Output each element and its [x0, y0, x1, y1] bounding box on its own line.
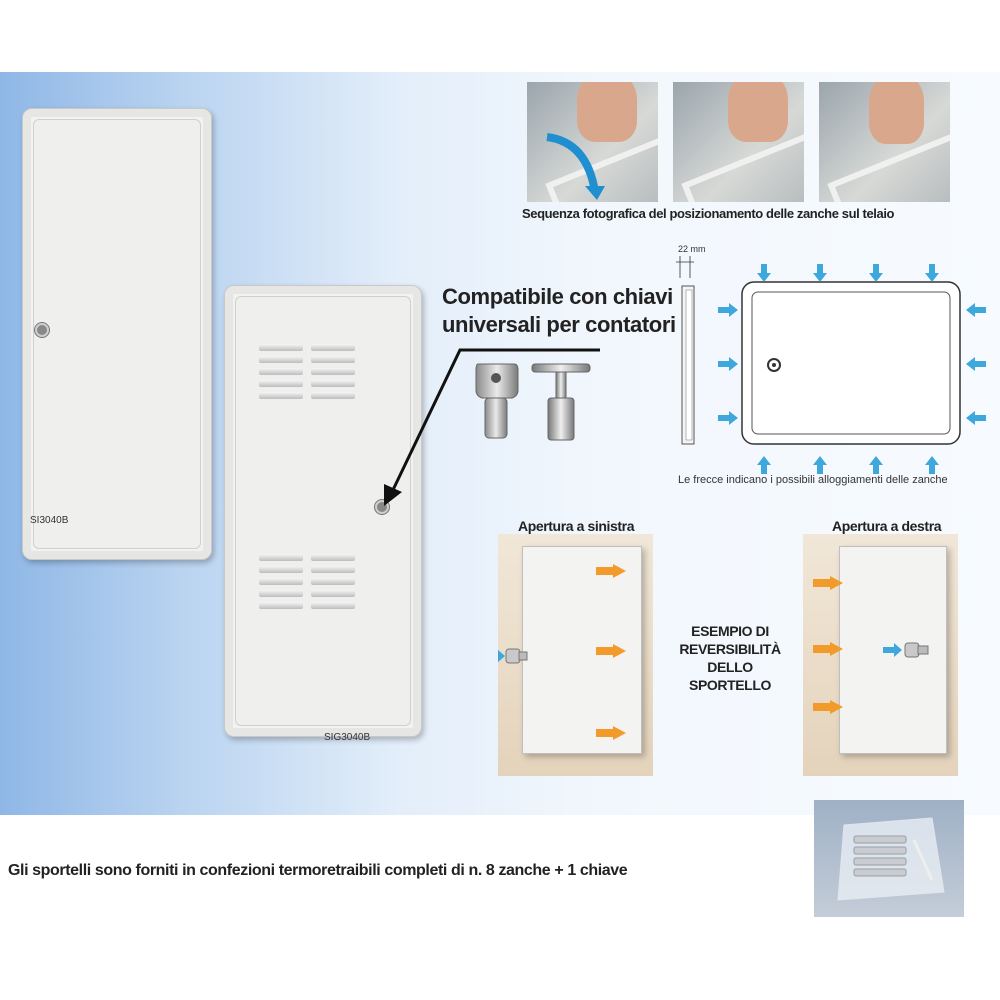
door-sig3040b — [224, 285, 422, 737]
louver-bottom-right — [311, 554, 355, 612]
product-code-sig3040b: SIG3040B — [324, 732, 371, 743]
door-panel — [33, 119, 201, 549]
key-pointer-icon — [498, 648, 528, 664]
zanche-arrows — [718, 264, 986, 474]
photo-sequence-caption: Sequenza fotografica del posizionamento … — [522, 206, 895, 221]
example-line: SPORTELLO — [689, 677, 771, 693]
example-right-photo — [803, 534, 958, 776]
photo-step-3 — [819, 82, 950, 202]
dimension-schema: 22 mm — [676, 244, 961, 445]
triangle-key-icon — [475, 363, 519, 439]
product-code-si3040b: SI3040B — [30, 515, 69, 526]
photo-step-2 — [673, 82, 804, 202]
hinge-arrow-icon — [596, 644, 626, 658]
pointer-arrow-icon — [384, 348, 600, 506]
example-line: REVERSIBILITÀ — [679, 641, 781, 657]
reversibility-example: ESEMPIO DI REVERSIBILITÀ DELLO SPORTELLO — [660, 622, 800, 694]
compat-title-line1: Compatibile con chiavi — [442, 284, 673, 309]
open-left-title: Apertura a sinistra — [518, 518, 635, 534]
louver-top-right — [311, 344, 355, 402]
louver-bottom-left — [259, 554, 303, 612]
example-left-photo — [498, 534, 653, 776]
example-line: DELLO — [707, 659, 753, 675]
compat-title-line2: universali per contatori — [442, 312, 676, 337]
footer-text: Gli sportelli sono forniti in confezioni… — [8, 862, 628, 879]
photo-step-1 — [527, 82, 658, 202]
example-line: ESEMPIO DI — [691, 623, 769, 639]
t-handle-key-icon — [531, 363, 591, 441]
key-pointer-icon — [883, 642, 929, 658]
hinge-arrow-icon — [813, 700, 843, 714]
hinge-arrow-icon — [596, 726, 626, 740]
hinge-arrow-icon — [813, 576, 843, 590]
louver-top-left — [259, 344, 303, 402]
keyhole-icon — [35, 323, 49, 337]
hinge-arrow-icon — [813, 642, 843, 656]
dimension-label: 22 mm — [678, 244, 706, 254]
open-right-title: Apertura a destra — [832, 518, 942, 534]
hinge-arrow-icon — [596, 564, 626, 578]
door-si3040b — [22, 108, 212, 560]
schema-caption: Le frecce indicano i possibili alloggiam… — [678, 474, 948, 486]
package-photo — [814, 800, 964, 917]
